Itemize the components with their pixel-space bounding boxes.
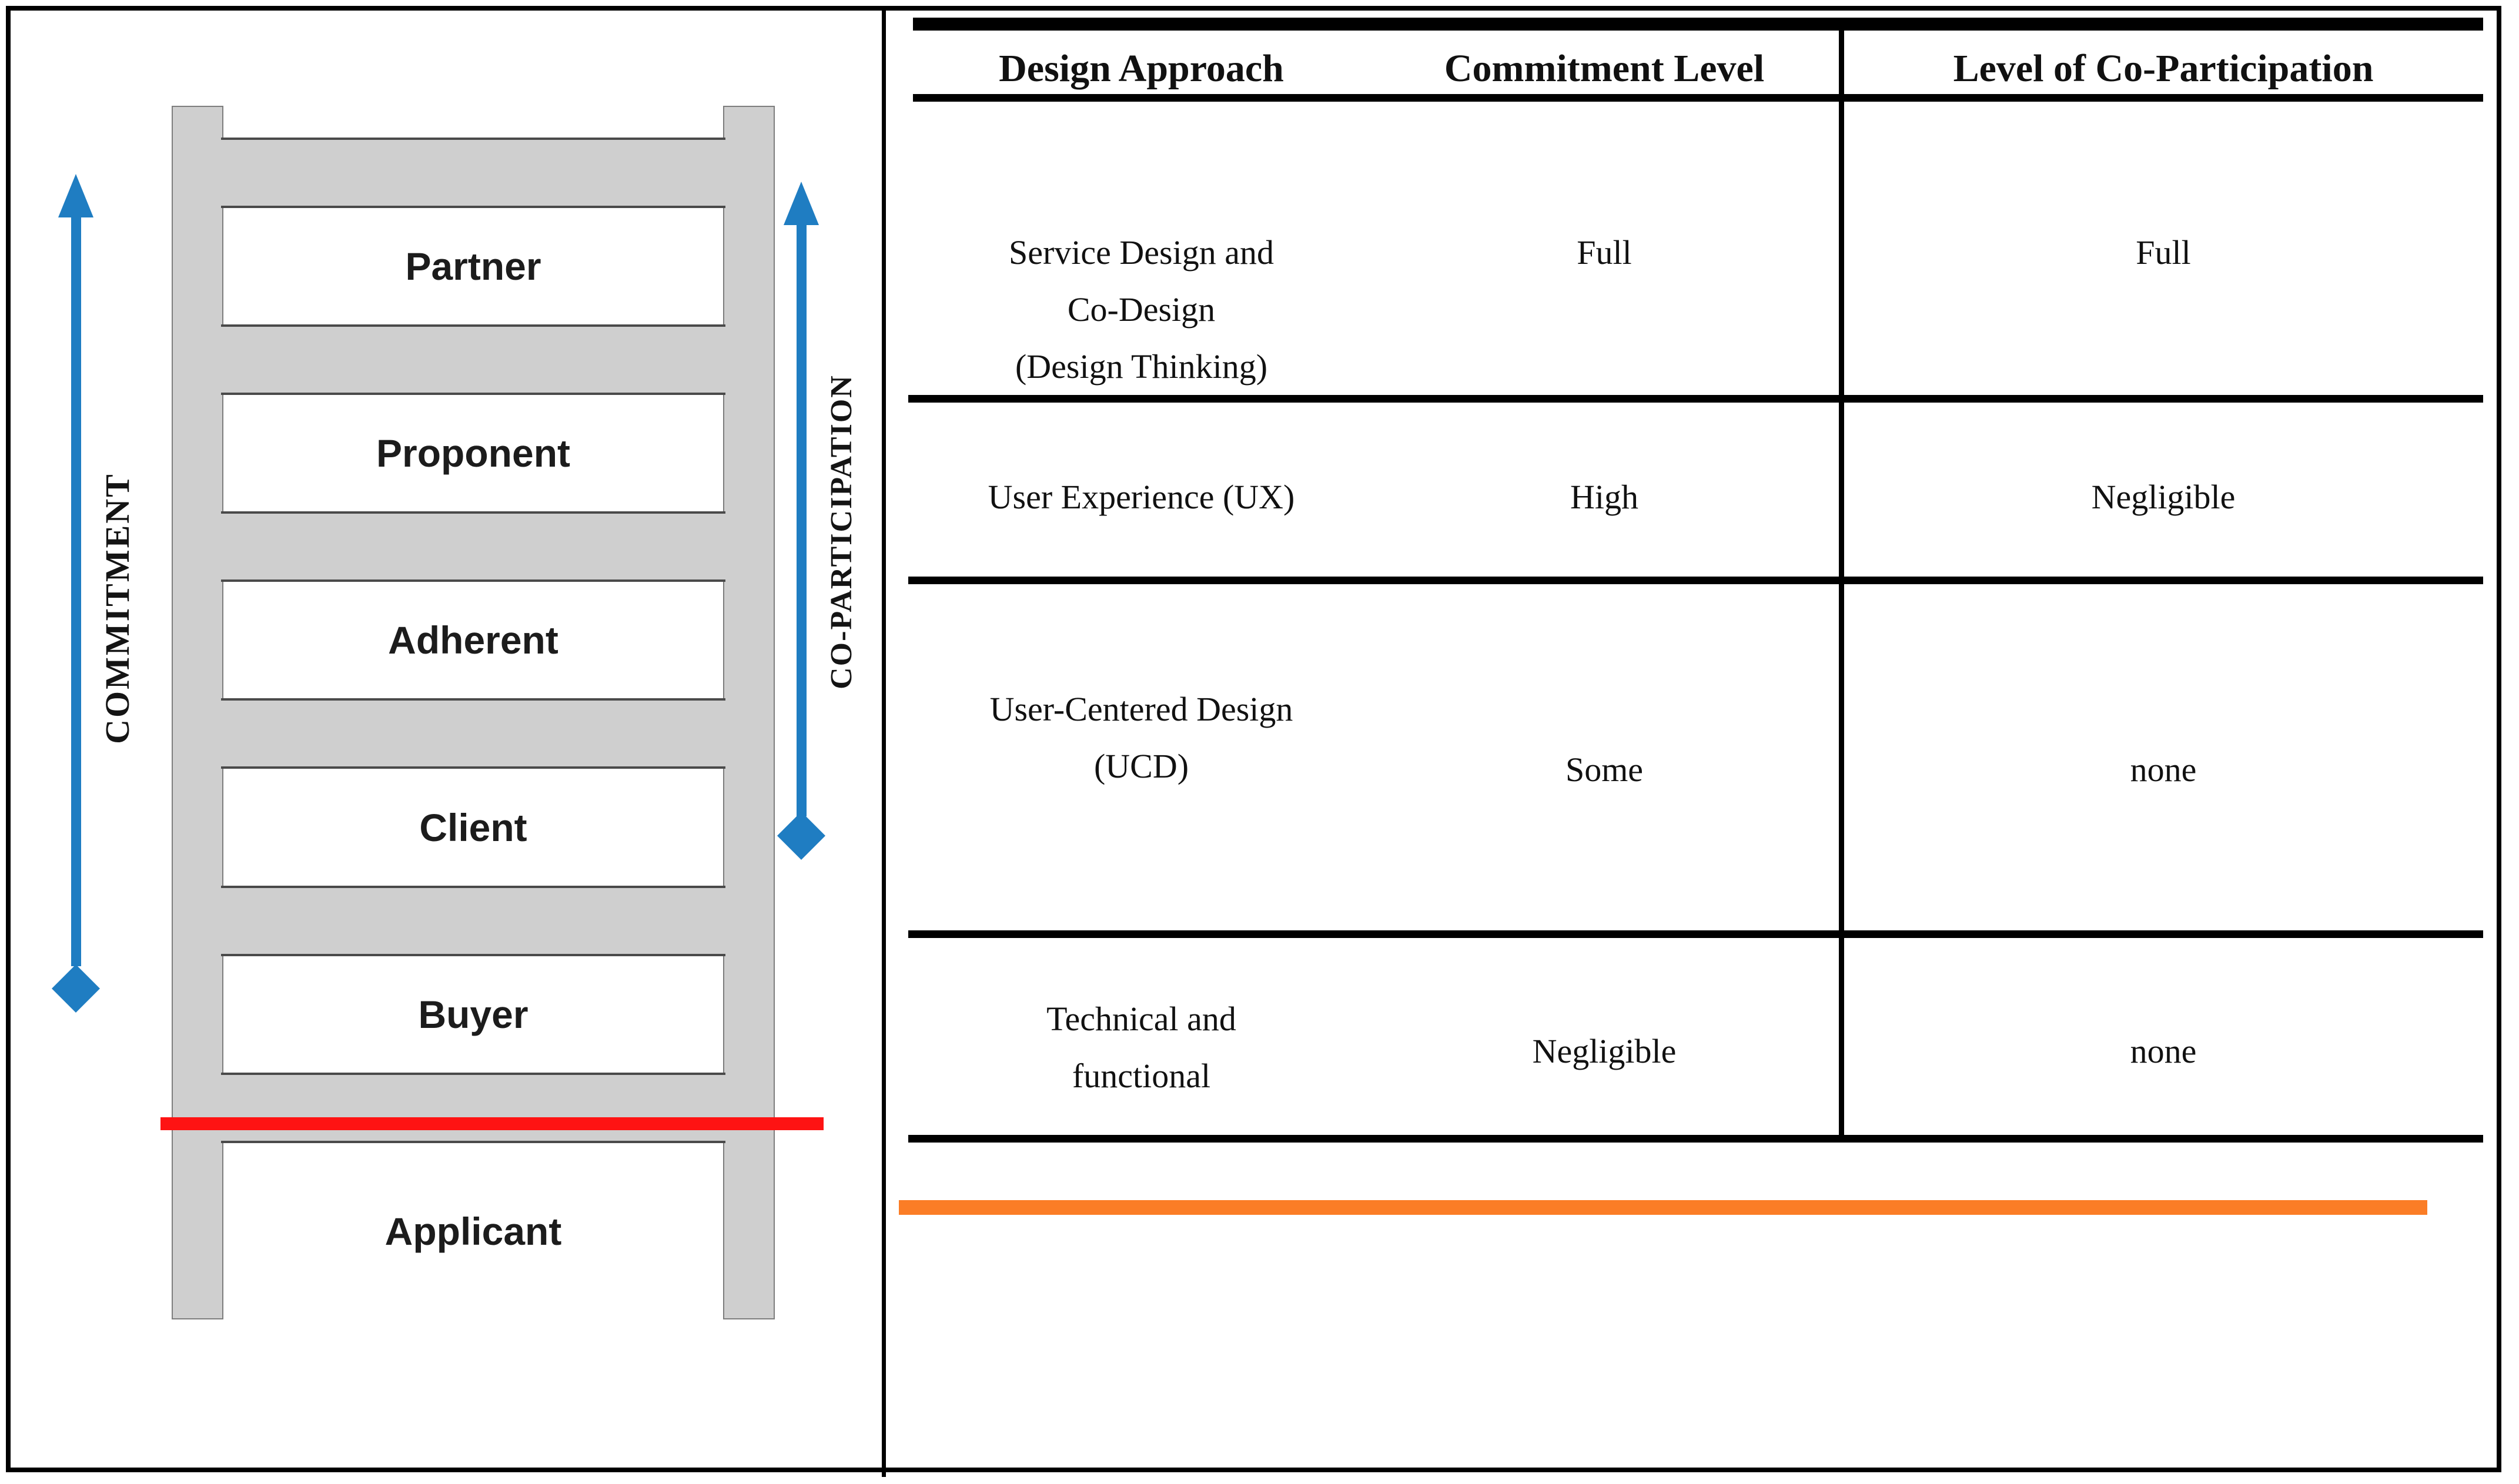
up-arrowhead-icon (784, 182, 819, 225)
cell-design-approach-line: (UCD) (1093, 747, 1189, 785)
cell-commitment-level: Negligible (1532, 1032, 1677, 1070)
ladder-rung (221, 1073, 725, 1143)
commitment-arrow-shaft (71, 215, 81, 966)
ladder-level-buyer: Buyer (418, 993, 528, 1036)
cell-design-approach-line: Service Design and (1009, 233, 1274, 272)
table-top-border (913, 18, 2483, 31)
ladder-rung (221, 698, 725, 769)
cell-design-approach-line: (Design Thinking) (1015, 347, 1268, 386)
orange-accent-bar (899, 1200, 2427, 1215)
cell-design-approach-line: functional (1072, 1057, 1211, 1095)
cell-design-approach-line: Technical and (1046, 1000, 1236, 1038)
table-header-underline (913, 94, 2483, 102)
up-arrowhead-icon (58, 174, 93, 217)
column-header-co-participation: Level of Co-Participation (1953, 47, 2374, 90)
column-header-design-approach: Design Approach (999, 47, 1284, 90)
ladder-level-client: Client (419, 805, 527, 849)
table-row-separator (908, 577, 2483, 584)
ladder-level-applicant: Applicant (384, 1210, 562, 1253)
cell-co-participation: Full (2136, 233, 2191, 272)
cell-co-participation: Negligible (2091, 478, 2236, 516)
ladder-rung (221, 511, 725, 582)
figure-border (6, 6, 2501, 1472)
ladder-rung (221, 886, 725, 956)
cell-design-approach-line: Co-Design (1067, 290, 1216, 329)
table-row-separator (908, 930, 2483, 938)
panel-divider-line (882, 6, 886, 1477)
commitment-axis-label: COMMITMENT (98, 473, 136, 744)
cell-design-approach-line: User Experience (UX) (988, 478, 1295, 516)
column-header-commitment-level: Commitment Level (1444, 47, 1765, 90)
cell-design-approach-line: User-Centered Design (989, 690, 1293, 728)
cell-co-participation: none (2130, 1032, 2197, 1070)
ladder-left-rail (172, 106, 223, 1319)
cell-commitment-level: High (1570, 478, 1638, 516)
cell-commitment-level: Full (1577, 233, 1632, 272)
table-row-separator (908, 1135, 2483, 1143)
cell-commitment-level: Some (1565, 751, 1644, 789)
ladder-rung (221, 138, 725, 208)
co-participation-axis-label: CO-PARTICIPATION (825, 374, 858, 689)
ladder-right-rail (723, 106, 775, 1319)
ladder-rung (221, 324, 725, 395)
ladder-level-adherent: Adherent (388, 618, 558, 662)
threshold-red-line (160, 1117, 824, 1130)
co-participation-arrow-shaft (797, 223, 807, 816)
cell-co-participation: none (2130, 751, 2197, 789)
ladder-level-proponent: Proponent (376, 431, 570, 475)
ladder-level-partner: Partner (405, 244, 541, 288)
table-row-separator (908, 395, 2483, 403)
